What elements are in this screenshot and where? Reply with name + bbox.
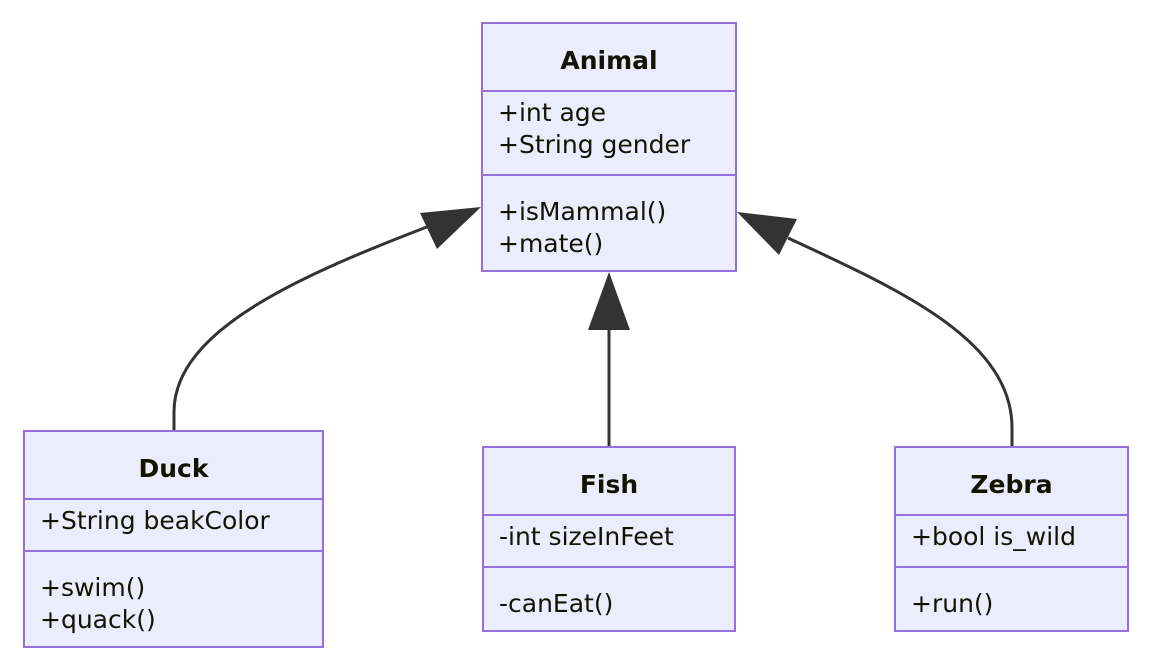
inheritance-arrowhead-zebra (737, 212, 797, 255)
class-methods: +isMammal() +mate() (483, 176, 735, 260)
attribute: -int sizeInFeet (499, 522, 674, 551)
attribute: +String beakColor (40, 506, 270, 535)
class-name: Duck (25, 432, 322, 500)
class-animal[interactable]: Animal +int age +String gender +isMammal… (481, 22, 737, 272)
method: +swim() (40, 573, 146, 602)
inheritance-arrowhead-duck (420, 207, 481, 249)
attribute: +bool is_wild (911, 522, 1076, 551)
inheritance-arrowhead-fish (588, 272, 630, 330)
class-methods: +run() (896, 568, 1127, 620)
edge-zebra-to-animal (787, 236, 1014, 446)
class-attributes: +String beakColor (25, 500, 322, 552)
class-methods: -canEat() (484, 568, 734, 620)
class-fish[interactable]: Fish -int sizeInFeet -canEat() (482, 446, 736, 632)
attribute: +int age (498, 98, 607, 127)
class-name: Zebra (896, 448, 1127, 516)
attribute: +String gender (498, 130, 691, 159)
method: +run() (911, 589, 994, 618)
method: -canEat() (499, 589, 614, 618)
class-zebra[interactable]: Zebra +bool is_wild +run() (894, 446, 1129, 632)
class-duck[interactable]: Duck +String beakColor +swim() +quack() (23, 430, 324, 648)
method: +mate() (498, 229, 604, 258)
method: +isMammal() (498, 197, 667, 226)
class-methods: +swim() +quack() (25, 552, 322, 636)
edge-duck-to-animal (172, 220, 441, 430)
class-attributes: +int age +String gender (483, 92, 735, 176)
class-attributes: +bool is_wild (896, 516, 1127, 568)
class-name: Animal (483, 24, 735, 92)
class-name: Fish (484, 448, 734, 516)
method: +quack() (40, 605, 156, 634)
class-attributes: -int sizeInFeet (484, 516, 734, 568)
